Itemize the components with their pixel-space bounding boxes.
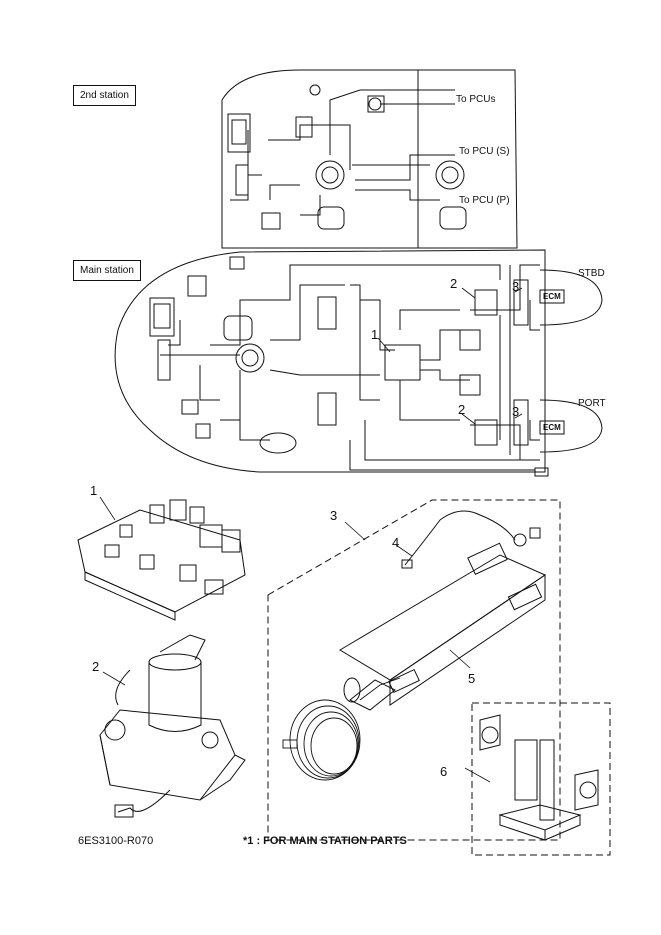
callout-3-part: 3	[330, 508, 338, 523]
part-3-boundary	[267, 499, 561, 841]
part-5-steering-cylinder	[339, 542, 547, 711]
stbd-label: STBD	[578, 268, 605, 279]
ecm-port-label: ECM	[543, 423, 561, 432]
part-1-junction-box	[77, 496, 246, 621]
second-station-label: 2nd station	[73, 85, 136, 106]
to-pcus-label: To PCUs	[456, 94, 496, 105]
ecm-box-port	[539, 420, 565, 435]
main-station-wiring	[160, 264, 540, 471]
callout-1-part: 1	[90, 483, 98, 498]
main-station-hull	[114, 249, 546, 473]
callout-2-port: 2	[458, 402, 466, 417]
callout-2-stbd: 2	[450, 276, 458, 291]
ecm-stbd-label: ECM	[543, 292, 561, 301]
callout-1-schematic: 1	[371, 327, 379, 342]
main-station-note: *1 : FOR MAIN STATION PARTS	[243, 835, 407, 847]
to-pcu-s-label: To PCU (S)	[459, 146, 510, 157]
part-6-bracket	[464, 714, 599, 841]
callout-4-part: 4	[392, 535, 400, 550]
steering-cable-coil	[282, 677, 401, 781]
callout-3-stbd: 3	[512, 279, 520, 294]
part-4-harness	[395, 510, 541, 569]
to-pcu-p-label: To PCU (P)	[459, 195, 510, 206]
callout-2-part: 2	[92, 659, 100, 674]
second-station-hull	[221, 69, 518, 249]
ecm-box-stbd	[539, 289, 565, 304]
stbd-motor-outline	[539, 269, 603, 326]
port-motor-outline	[539, 399, 603, 453]
callout-6-part: 6	[440, 764, 448, 779]
part-6-boundary	[471, 702, 611, 856]
main-station-label: Main station	[73, 260, 141, 281]
drawing-code: 6ES3100-R070	[78, 835, 154, 847]
second-station-wiring	[230, 89, 455, 216]
callout-5-part: 5	[468, 671, 476, 686]
callout-3-port: 3	[512, 404, 520, 419]
part-2-pump-unit	[99, 634, 246, 818]
port-label: PORT	[578, 398, 606, 409]
